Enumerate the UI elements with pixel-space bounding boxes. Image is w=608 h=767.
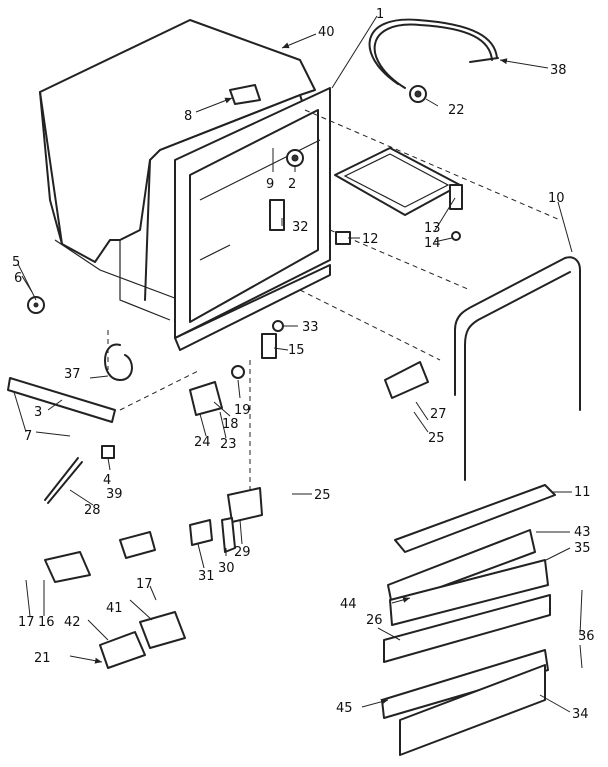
- part-30: [221, 517, 236, 553]
- part-15: [261, 333, 277, 359]
- part-24: [189, 381, 223, 416]
- callout-44: 44: [340, 597, 357, 612]
- callout-17b: 17: [136, 577, 153, 592]
- left-parts: [7, 296, 186, 669]
- part-19: [231, 365, 245, 379]
- callout-labels: 1 2 3 4 5 6 7 8 9 10 11 12 13 14 15 16 1…: [12, 7, 595, 722]
- projection-lines: [107, 109, 561, 490]
- callout-43: 43: [574, 525, 591, 540]
- hose-37: [104, 343, 133, 381]
- center-parts: [189, 365, 263, 553]
- clip-12: [335, 231, 351, 245]
- callout-36: 36: [578, 629, 595, 644]
- callout-38: 38: [550, 63, 567, 78]
- switch-16: [44, 551, 91, 583]
- callout-37: 37: [64, 367, 81, 382]
- callout-21: 21: [34, 651, 51, 666]
- callout-41: 41: [106, 601, 123, 616]
- callout-39: 39: [106, 487, 123, 502]
- frame-tube: [454, 256, 581, 481]
- callout-8: 8: [184, 109, 192, 124]
- leader-lines: [13, 15, 583, 713]
- callout-24: 24: [194, 435, 211, 450]
- callout-23: 23: [220, 437, 237, 452]
- callout-22: 22: [448, 103, 465, 118]
- callout-33: 33: [302, 320, 319, 335]
- callout-42: 42: [64, 615, 81, 630]
- callout-29: 29: [234, 545, 251, 560]
- callout-19: 19: [234, 403, 251, 418]
- part-29: [227, 487, 263, 523]
- frame-hardware: [229, 84, 429, 399]
- callout-3: 3: [34, 405, 42, 420]
- callout-14: 14: [424, 236, 441, 251]
- panel-stack: [381, 484, 556, 756]
- callout-2: 2: [288, 177, 296, 192]
- callout-4: 4: [103, 473, 111, 488]
- panel-35: [389, 559, 549, 626]
- bracket-27: [384, 361, 429, 399]
- clip-8: [229, 84, 261, 105]
- screw-33: [272, 320, 284, 332]
- callout-16: 16: [38, 615, 55, 630]
- callout-1: 1: [376, 7, 384, 22]
- spring-28: [44, 457, 83, 504]
- callout-17a: 17: [18, 615, 35, 630]
- callout-11: 11: [574, 485, 591, 500]
- rack-bracket: [334, 147, 463, 241]
- part-31: [189, 519, 213, 546]
- callout-34: 34: [572, 707, 589, 722]
- callout-12: 12: [362, 232, 379, 247]
- panel-26: [383, 594, 551, 663]
- callout-13: 13: [424, 221, 441, 236]
- callout-25b: 25: [314, 488, 331, 503]
- callout-10: 10: [548, 191, 565, 206]
- callout-30: 30: [218, 561, 235, 576]
- panel-45: [381, 649, 549, 719]
- callout-28: 28: [84, 503, 101, 518]
- callout-18: 18: [222, 417, 239, 432]
- callout-26: 26: [366, 613, 383, 628]
- part-41: [139, 611, 186, 649]
- valve-32: [269, 199, 285, 231]
- panel-11: [394, 484, 556, 553]
- tub-shell: [39, 19, 316, 321]
- callout-25a: 25: [428, 431, 445, 446]
- callout-7: 7: [24, 429, 32, 444]
- kick-plate-34: [399, 664, 546, 756]
- drain-hose: [368, 18, 499, 103]
- callout-27: 27: [430, 407, 447, 422]
- wheel-4: [101, 445, 115, 459]
- part-39: [119, 531, 156, 559]
- callout-32: 32: [292, 220, 309, 235]
- callout-35: 35: [574, 541, 591, 556]
- callout-9: 9: [266, 177, 274, 192]
- callout-5: 5: [12, 255, 20, 270]
- callout-45: 45: [336, 701, 353, 716]
- callout-15: 15: [288, 343, 305, 358]
- panel-43: [387, 529, 536, 606]
- part-42: [99, 631, 146, 669]
- callout-31: 31: [198, 569, 215, 584]
- callout-6: 6: [14, 271, 22, 286]
- callout-40: 40: [318, 25, 335, 40]
